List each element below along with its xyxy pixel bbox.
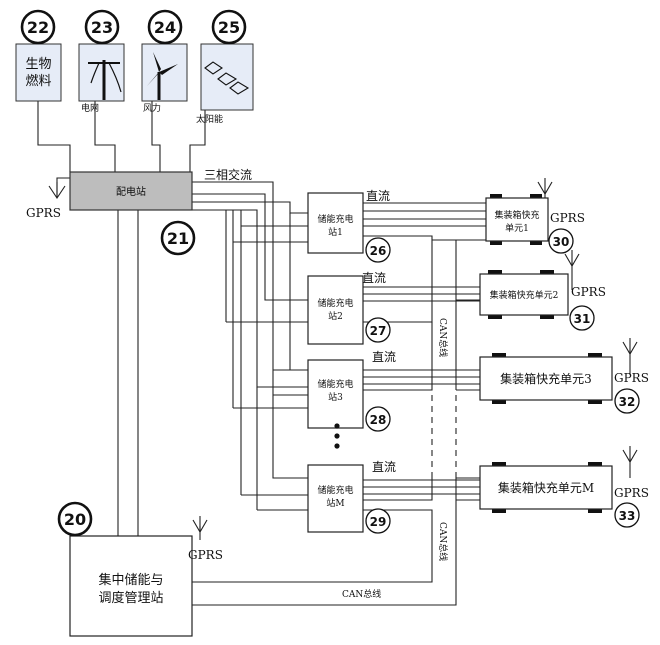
container-gprs-label: GPRS: [550, 211, 585, 225]
container-unit-label: 单元1: [505, 222, 529, 234]
source-wind: 风力: [141, 43, 188, 114]
central-station-label: 集中储能与: [98, 572, 163, 588]
container-gprs-label: GPRS: [614, 486, 649, 500]
distribution-station-label: 配电站: [116, 185, 146, 198]
container-unit-label: 集装箱快充单元2: [490, 289, 559, 301]
container-unit-2: 集装箱快充单元2: [479, 270, 569, 319]
container-gprs-label: GPRS: [614, 371, 649, 385]
badge-number: 20: [64, 510, 86, 529]
container-unit-label: 集装箱快充: [494, 209, 539, 221]
connector-lines: [37, 101, 631, 606]
dc-label: 直流: [372, 460, 396, 474]
power-pylon-icon: [88, 60, 122, 100]
dc-label: 直流: [366, 189, 390, 203]
container-unit-label: 集装箱快充单元3: [500, 371, 592, 386]
central-station-label: 调度管理站: [98, 590, 163, 606]
container-unit-1: 集装箱快充 单元1: [485, 194, 549, 245]
badge-number: 24: [154, 18, 176, 37]
container-unit-label: 集装箱快充单元M: [498, 480, 594, 495]
solar-panel-icon: [204, 61, 250, 95]
charging-station-2: 储能充电 站2: [307, 275, 364, 345]
charging-station-m: 储能充电 站M: [307, 464, 364, 533]
charging-station-label: 站2: [328, 310, 343, 322]
badge-number: 33: [619, 509, 636, 523]
three-phase-ac-label: 三相交流: [204, 167, 252, 182]
source-grid-caption: 电网: [81, 102, 99, 114]
charging-station-label: 站3: [328, 391, 343, 403]
wind-turbine-icon: [147, 52, 178, 100]
source-biofuel-label: 燃料: [25, 73, 51, 89]
can-bus-label: CAN总线: [437, 318, 449, 357]
charging-station-label: 储能充电: [317, 297, 353, 309]
can-bus-label: CAN总线: [342, 588, 381, 600]
distribution-station: 配电站: [69, 171, 193, 211]
gprs-antenna-icon: [48, 178, 638, 534]
badge-number: 28: [370, 413, 387, 427]
charging-station-1: 储能充电 站1: [307, 192, 364, 254]
badge-number: 31: [574, 312, 591, 326]
dc-label: 直流: [362, 271, 386, 285]
badge-number: 23: [91, 18, 113, 37]
badge-number: 30: [553, 235, 570, 249]
charging-station-label: 站M: [326, 497, 344, 509]
source-grid: 电网: [78, 43, 125, 114]
badge-number: 27: [370, 324, 387, 338]
dc-label: 直流: [372, 350, 396, 364]
charging-station-label: 储能充电: [317, 213, 353, 225]
source-solar: 太阳能: [196, 43, 254, 125]
badge-number: 25: [218, 18, 240, 37]
badge-number: 21: [167, 229, 189, 248]
charging-station-label: 储能充电: [317, 484, 353, 496]
charging-station-3: 储能充电 站3: [307, 359, 364, 429]
distribution-gprs-label: GPRS: [26, 206, 61, 220]
badge-number: 29: [370, 515, 387, 529]
source-solar-caption: 太阳能: [196, 113, 223, 125]
ellipsis-dots: [334, 423, 340, 449]
can-bus-label: CAN总线: [437, 522, 449, 561]
source-wind-caption: 风力: [143, 102, 161, 114]
number-badges: 22 23 24 25 21 26 27 28 29 30 31 32 33 2…: [20, 9, 640, 537]
source-biofuel-label: 生物: [25, 57, 51, 72]
badge-number: 22: [27, 18, 49, 37]
central-management-station: 集中储能与 调度管理站: [69, 535, 193, 637]
source-biofuel: 生物 燃料: [15, 43, 62, 102]
container-unit-3: 集装箱快充单元3: [479, 353, 613, 404]
container-unit-m: 集装箱快充单元M: [479, 462, 613, 513]
badge-number: 26: [370, 244, 387, 258]
charging-station-label: 储能充电: [317, 378, 353, 390]
charging-station-label: 站1: [328, 226, 343, 238]
badge-number: 32: [619, 395, 636, 409]
central-gprs-label: GPRS: [188, 548, 223, 562]
container-gprs-label: GPRS: [571, 285, 606, 299]
